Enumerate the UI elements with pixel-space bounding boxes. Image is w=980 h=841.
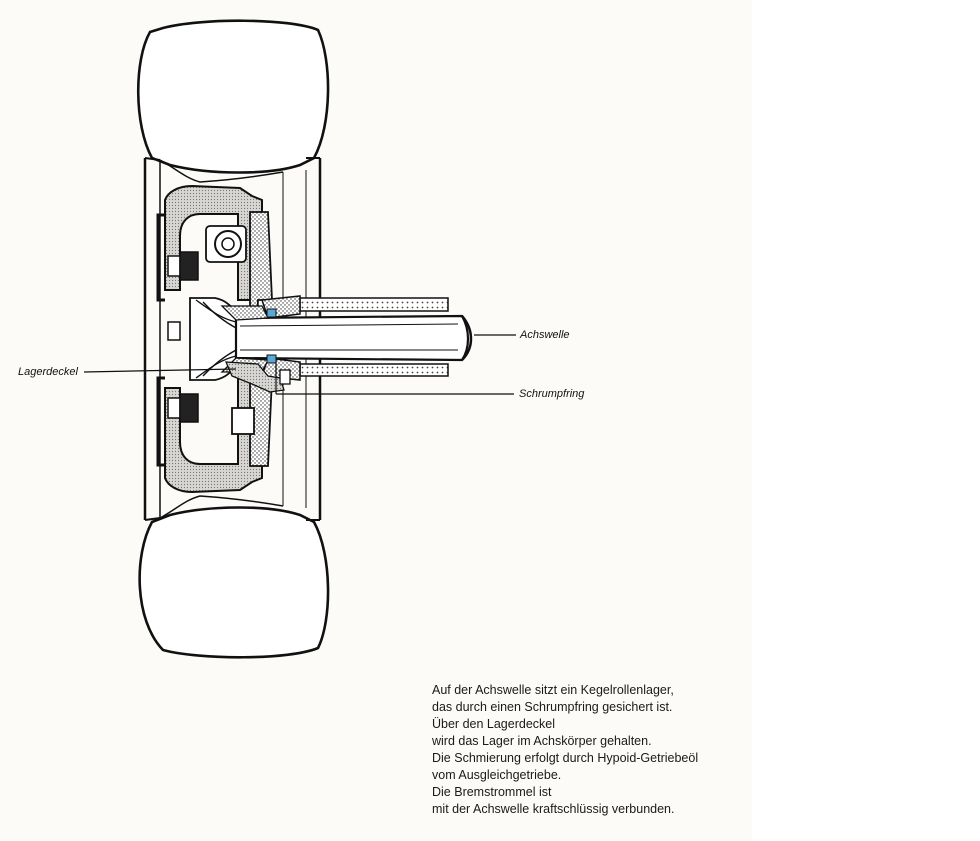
bearing-nut (279, 369, 291, 385)
blank-margin (752, 0, 980, 841)
caption-line: Die Schmierung erfolgt durch Hypoid-Getr… (432, 751, 699, 765)
shrink-ring-lower (266, 354, 277, 364)
lower-tire (138, 506, 330, 659)
caption-paragraph: Auf der Achswelle sitzt ein Kegelrollenl… (432, 682, 752, 818)
label-schrumpfring: Schrumpfring (519, 388, 585, 400)
wheel-brake-cylinder (205, 225, 247, 263)
caption-line: wird das Lager im Achskörper gehalten. (432, 734, 652, 748)
caption-line: das durch einen Schrumpfring gesichert i… (432, 700, 673, 714)
label-achswelle: Achswelle (520, 329, 570, 341)
caption-line: Auf der Achswelle sitzt ein Kegelrollenl… (432, 683, 674, 697)
wheel-bolts (167, 251, 199, 423)
label-lagerdeckel: Lagerdeckel (18, 366, 78, 378)
shrink-ring-upper (266, 308, 277, 318)
callout-leader-lines (83, 334, 516, 395)
bearing-cover (224, 361, 285, 393)
axle-shaft (234, 314, 473, 362)
scanned-page (0, 0, 752, 841)
wheel-hub-cross-section-diagram (83, 19, 516, 659)
caption-line: vom Ausgleichgetriebe. (432, 768, 562, 782)
upper-tire (136, 19, 330, 174)
caption-line: mit der Achswelle kraftschlüssig verbund… (432, 802, 675, 816)
caption-line: Über den Lagerdeckel (432, 717, 555, 731)
caption-line: Die Bremstrommel ist (432, 785, 552, 799)
brake-adjuster (231, 407, 255, 435)
